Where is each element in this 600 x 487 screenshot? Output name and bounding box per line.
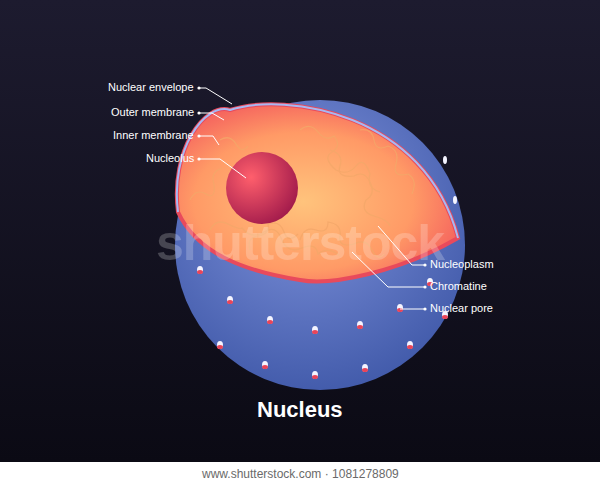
part-label: Nucleolus (146, 152, 194, 165)
watermark-url: www.shutterstock.com · 1081278809 (202, 467, 399, 481)
part-label: Nuclear pore (430, 302, 493, 315)
part-label: Chromatine (430, 280, 487, 293)
nucleolus-sphere (226, 152, 298, 224)
diagram-title: Nucleus (257, 397, 343, 423)
part-label: Nuclear envelope (108, 81, 194, 94)
part-label: Outer membrane (111, 106, 194, 119)
leader-dots (197, 86, 426, 310)
watermark: shutterstock (156, 213, 444, 273)
part-label: Inner membrane (113, 129, 194, 142)
leader-lines (200, 88, 424, 309)
